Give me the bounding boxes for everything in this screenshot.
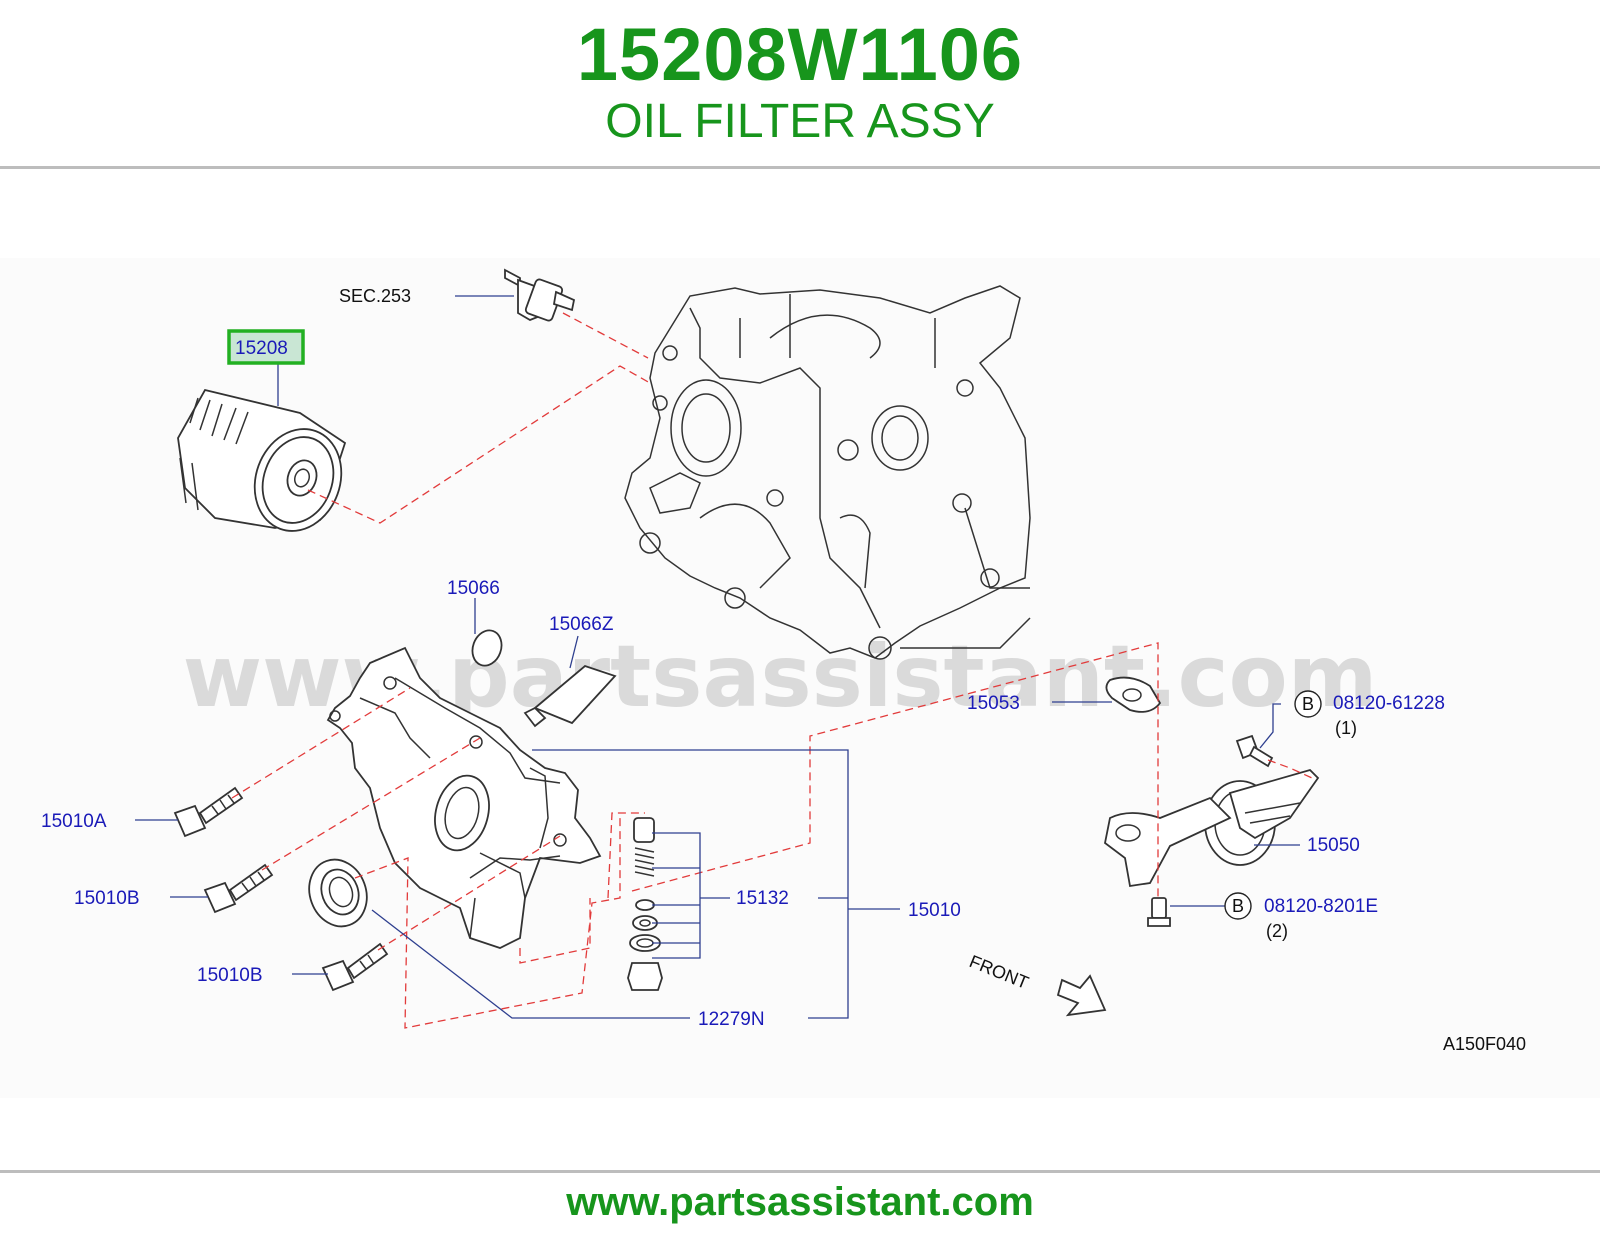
oil-pressure-switch-drawing xyxy=(504,268,576,322)
assembly-dashed-lines xyxy=(231,312,1313,1029)
diagram-background xyxy=(0,258,1600,1098)
bolt-08120-8201e-drawing xyxy=(1147,897,1171,927)
callout-08120-8201e[interactable]: 08120-8201E xyxy=(1264,896,1378,917)
gasket-15066-drawing xyxy=(471,629,503,667)
callout-15053[interactable]: 15053 xyxy=(967,693,1020,714)
highlight-box-15208 xyxy=(227,329,305,365)
callout-15208[interactable]: 15208 xyxy=(235,338,288,359)
quantity-1: (1) xyxy=(1335,718,1357,738)
callout-15010b-lower[interactable]: 15010B xyxy=(197,965,263,986)
callout-leader-lines xyxy=(135,295,1300,1019)
quantity-2: (2) xyxy=(1266,921,1288,941)
callout-sec-253[interactable]: SEC.253 xyxy=(339,286,411,306)
figure-code: A150F040 xyxy=(1443,1034,1526,1054)
bolt-symbol-b-lower xyxy=(1224,892,1252,920)
callout-15132[interactable]: 15132 xyxy=(736,888,789,909)
oil-pump-drawing xyxy=(326,646,602,949)
footer-divider xyxy=(0,1170,1600,1173)
callout-15050[interactable]: 15050 xyxy=(1307,835,1360,856)
bolt-symbol-b-upper xyxy=(1294,690,1322,718)
callout-12279n[interactable]: 12279N xyxy=(698,1009,765,1030)
front-arrow-icon xyxy=(1056,974,1107,1017)
page-header: 15208W1106 OIL FILTER ASSY xyxy=(0,0,1600,168)
callout-15066z[interactable]: 15066Z xyxy=(549,614,614,635)
bolt-symbol-b-lower-label: B xyxy=(1232,896,1244,916)
part-name-subtitle: OIL FILTER ASSY xyxy=(605,95,995,148)
parts-diagram: www.partsassistant.com xyxy=(0,258,1600,1098)
sealant-tube-drawing xyxy=(523,664,617,728)
bolt-08120-61228-drawing xyxy=(1235,734,1274,768)
oil-seal-drawing xyxy=(308,858,368,928)
bolt-symbol-b-upper-label: B xyxy=(1302,694,1314,714)
callout-08120-61228[interactable]: 08120-61228 xyxy=(1333,693,1445,714)
gasket-15053-drawing xyxy=(1105,676,1162,713)
bolt-15010b-upper-drawing xyxy=(203,863,274,914)
callout-15066[interactable]: 15066 xyxy=(447,578,500,599)
callout-15010b-upper[interactable]: 15010B xyxy=(74,888,140,909)
callout-15010[interactable]: 15010 xyxy=(908,900,961,921)
header-divider xyxy=(0,166,1600,169)
bolt-15010b-lower-drawing xyxy=(321,942,389,992)
oil-filter-drawing xyxy=(177,388,347,532)
footer-website-link[interactable]: www.partsassistant.com xyxy=(566,1180,1034,1224)
parts-diagram-svg: www.partsassistant.com xyxy=(0,258,1600,1098)
bolt-15010a-drawing xyxy=(173,786,244,838)
part-number-title: 15208W1106 xyxy=(576,13,1024,96)
callout-15010a[interactable]: 15010A xyxy=(41,811,107,832)
engine-block-drawing xyxy=(624,285,1031,660)
oil-strainer-drawing xyxy=(1104,768,1320,888)
